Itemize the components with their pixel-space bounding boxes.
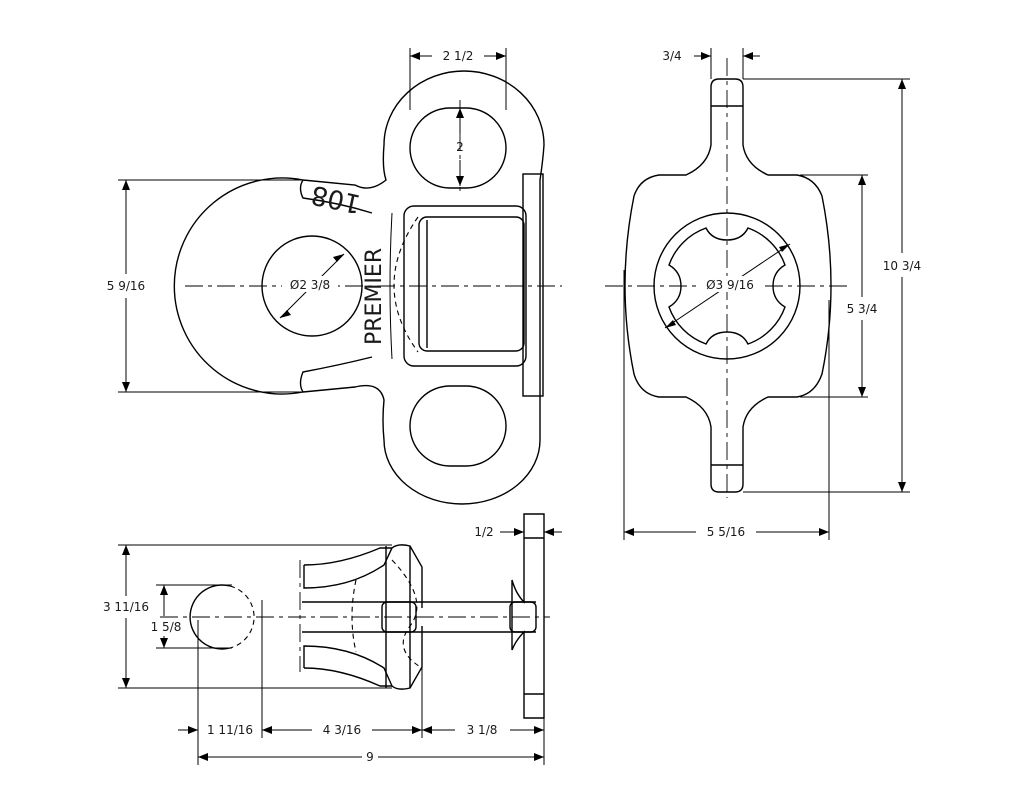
ring-groove-bottom	[299, 356, 373, 393]
flange-plate	[522, 173, 544, 397]
ring-groove-top	[299, 179, 373, 214]
bottom-horn	[303, 667, 392, 687]
front-view: 108 PREMIER 2 1/2 2 5 9/16 Ø2 3/8	[107, 48, 562, 505]
dim-len-a: 1 11/16	[207, 723, 253, 737]
dim-hole-diameter: Ø2 3/8	[290, 278, 330, 292]
bottom-eye-slot	[409, 385, 507, 467]
dim-body-width: 5 5/16	[707, 525, 745, 539]
top-horn	[303, 547, 392, 566]
front-view-outline	[173, 70, 545, 505]
side-view: 3/4 10 3/4 5 3/4 Ø3 9/16 5 5/16	[605, 48, 921, 540]
side-body-outline	[624, 78, 832, 493]
brand-marking: PREMIER	[362, 248, 387, 345]
dim-eye-height: 1 5/8	[151, 620, 182, 634]
dim-ring-height: 5 9/16	[107, 279, 145, 293]
upper-flange	[303, 544, 423, 608]
dim-overall-length: 9	[366, 750, 374, 764]
dim-top-eye-width: 2 1/2	[443, 49, 474, 63]
hidden-profile	[391, 559, 423, 669]
top-view: 1/2 3 11/16 1 5/8 1 11/16 4 3/16	[103, 513, 562, 765]
latch-hidden-arc	[393, 216, 419, 353]
lower-flange	[303, 626, 423, 690]
dim-side-height: 3 11/16	[103, 600, 149, 614]
dim-top-eye-height: 2	[456, 140, 464, 154]
hidden-arc	[351, 579, 357, 653]
top-eye-slot	[409, 107, 507, 189]
dim-body-height: 5 3/4	[847, 302, 878, 316]
dim-stub-width: 3/4	[662, 49, 681, 63]
dim-bore-diameter: Ø3 9/16	[706, 278, 754, 292]
dim-flange-thickness: 1/2	[474, 525, 493, 539]
eye-circle-hidden	[229, 585, 255, 649]
dim-overall-height: 10 3/4	[883, 259, 921, 273]
plate-side	[511, 513, 545, 719]
dim-len-b: 4 3/16	[323, 723, 361, 737]
latch-box-inner	[418, 216, 525, 352]
dim-len-c: 3 1/8	[467, 723, 498, 737]
